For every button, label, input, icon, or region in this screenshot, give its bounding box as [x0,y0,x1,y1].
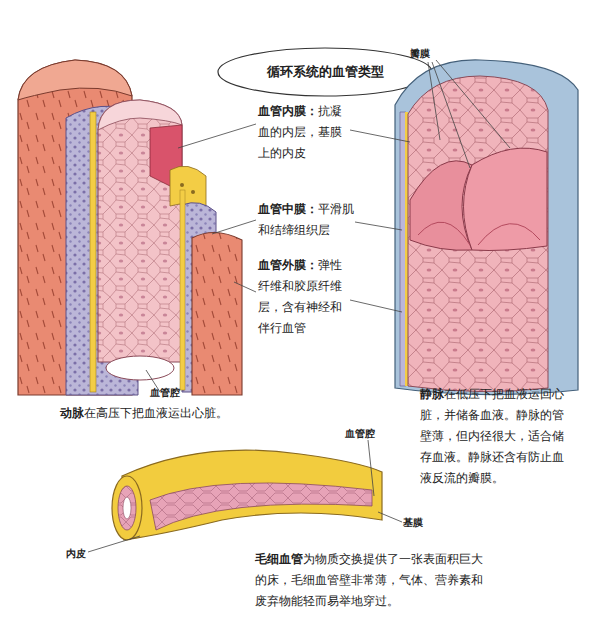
capillary-end [112,476,142,540]
vein-illustration [395,60,578,395]
part-label: 瓣膜 [410,47,450,61]
artery-lumen [106,356,174,380]
part-label: 血管腔 [150,386,200,400]
part-name: 血管腔 [150,387,180,398]
part-label: 血管腔 [345,427,395,441]
heading-term: 动脉 [60,406,84,420]
capillary-end-inner [118,486,136,530]
capillary-endothelium [150,483,372,530]
capillary-wall [122,450,382,540]
leader-line [234,282,256,292]
elastic-layer-right [180,190,185,390]
description-text: 在低压下把血液运回心脏，并储备血液。静脉的管壁薄，但内径很大，适合储存血液。静脉… [420,387,564,485]
leader-line [178,124,256,148]
leader-line [436,60,510,148]
artery-adventitia-right [192,232,242,395]
intima-rim [98,100,182,130]
leader-line [368,440,374,496]
valve-edge [418,222,540,245]
leader-line [378,512,402,522]
part-label: 基膜 [403,516,443,530]
label-paragraph: 血管外膜：弹性纤维和胶原纤维层，含有神经和伴行血管 [258,255,348,339]
label-paragraph: 毛细血管为物质交换提供了一张表面积巨大的床，毛细血管壁非常薄，气体、营养素和废弃… [255,549,491,612]
leader-line [355,222,402,230]
part-name: 基膜 [403,517,423,528]
cut-dot [180,183,184,187]
heading-term: 血管中膜： [258,202,318,216]
part-label: 内皮 [66,547,106,561]
heading-term: 静脉 [420,387,444,401]
label-paragraph: 动脉在高压下把血液运出心脏。 [60,403,270,424]
leader-line [350,300,402,312]
capillary-lumen [123,497,131,519]
cut-dot [191,190,195,194]
capillary-illustration [112,450,382,540]
label-paragraph: 静脉在低压下把血液运回心脏，并储备血液。静脉的管壁薄，但内径很大，适合储存血液。… [420,384,574,489]
part-name: 内皮 [66,548,86,559]
valve-cusp [410,161,472,250]
heading-term: 血管外膜： [258,258,318,272]
leader-line [350,130,410,142]
artery-intima [98,100,182,362]
vein-wall [395,60,578,395]
label-paragraph: 血管中膜：平滑肌和结缔组织层 [258,199,358,241]
elastic-layer [90,112,96,392]
heading-term: 血管内膜： [258,104,318,118]
leader-line [428,62,440,140]
part-name: 血管腔 [345,428,375,439]
vein-intima [408,76,548,392]
part-name: 瓣膜 [410,48,430,59]
label-paragraph: 血管内膜：抗凝血的内层，基膜上的内皮 [258,101,348,164]
title-oval [218,48,432,96]
leader-line [212,220,256,234]
heading-term: 毛细血管 [255,552,303,566]
diagram-title: 循环系统的血管类型 [218,63,432,81]
valve-cusp [464,148,548,250]
leader-line [88,536,140,552]
description-text: 在高压下把血液运出心脏。 [84,406,228,420]
artery-illustration [18,60,242,395]
artery-top-rim [18,60,132,100]
